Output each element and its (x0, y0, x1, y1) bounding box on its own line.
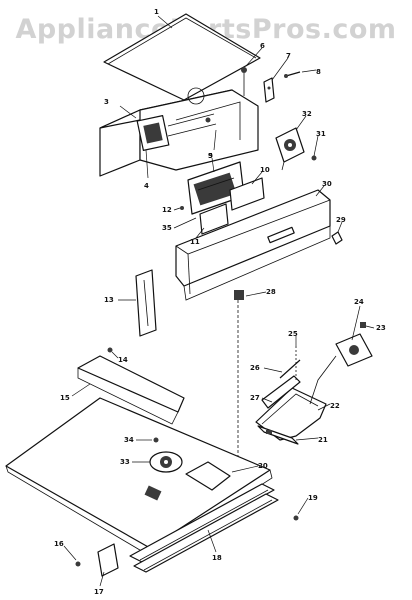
part-15-front-rail (77, 355, 185, 425)
callout-11: 11 (190, 238, 200, 246)
callout-22: 22 (330, 402, 340, 410)
part-10-display-lens (229, 177, 265, 211)
part-20-base-plate (5, 397, 273, 557)
part-27-mount-plate (261, 375, 301, 409)
part-14-screw (107, 347, 113, 353)
callout-21: 21 (318, 436, 328, 444)
callout-6: 6 (260, 42, 265, 50)
callout-17: 17 (94, 588, 104, 596)
callout-19: 19 (308, 494, 318, 502)
callout-26: 26 (250, 364, 260, 372)
part-12-screw (180, 206, 184, 210)
part-7-bracket (263, 77, 275, 103)
callout-25: 25 (288, 330, 298, 338)
part-23-terminal (360, 322, 366, 328)
part-33-burner-valve (149, 451, 183, 473)
callout-7: 7 (286, 52, 291, 60)
callout-34: 34 (124, 436, 134, 444)
part-31-screw (311, 155, 317, 161)
leader-lines (63, 15, 375, 587)
part-8-screw (284, 71, 301, 78)
callout-23: 23 (376, 324, 386, 332)
callout-12: 12 (162, 206, 172, 214)
callout-27: 27 (250, 394, 260, 402)
part-18-slide-rail (129, 483, 279, 573)
part-3-control-housing (99, 87, 259, 177)
part-30-control-panel (175, 189, 331, 301)
part-26-electrode (279, 359, 301, 379)
callout-13: 13 (104, 296, 114, 304)
callout-3: 3 (104, 98, 109, 106)
callout-5: 5 (208, 152, 213, 160)
callout-31: 31 (316, 130, 326, 138)
part-6-screw (241, 67, 247, 96)
callout-16: 16 (54, 540, 64, 548)
callout-8: 8 (316, 68, 321, 76)
part-32-switch (275, 127, 305, 171)
callout-28: 28 (266, 288, 276, 296)
part-29-knob (331, 231, 343, 245)
callout-33: 33 (120, 458, 130, 466)
callout-20: 20 (258, 462, 268, 470)
part-13-side-bracket (135, 269, 157, 337)
callout-30: 30 (322, 180, 332, 188)
part-34-screw (153, 437, 159, 443)
callout-24: 24 (354, 298, 364, 306)
callout-29: 29 (336, 216, 346, 224)
part-16-screw (75, 561, 81, 567)
callout-18: 18 (212, 554, 222, 562)
callout-9: 9 (208, 152, 213, 160)
part-28-clip (234, 290, 244, 470)
part-19-screw (293, 515, 299, 521)
callout-35: 35 (162, 224, 172, 232)
part-1-cover-panel (103, 13, 261, 101)
callout-14: 14 (118, 356, 128, 364)
callout-15: 15 (60, 394, 70, 402)
callout-32: 32 (302, 110, 312, 118)
callout-labels: 1 3 4 5 6 7 8 32 31 9 10 30 29 12 35 11 … (54, 8, 386, 596)
callout-1: 1 (154, 8, 159, 16)
callout-4: 4 (144, 182, 149, 190)
part-24-spark-module (309, 333, 373, 405)
part-21-base (257, 425, 299, 445)
callout-10: 10 (260, 166, 270, 174)
part-17-foot-bracket (97, 543, 119, 577)
part-11-bracket (199, 203, 229, 235)
